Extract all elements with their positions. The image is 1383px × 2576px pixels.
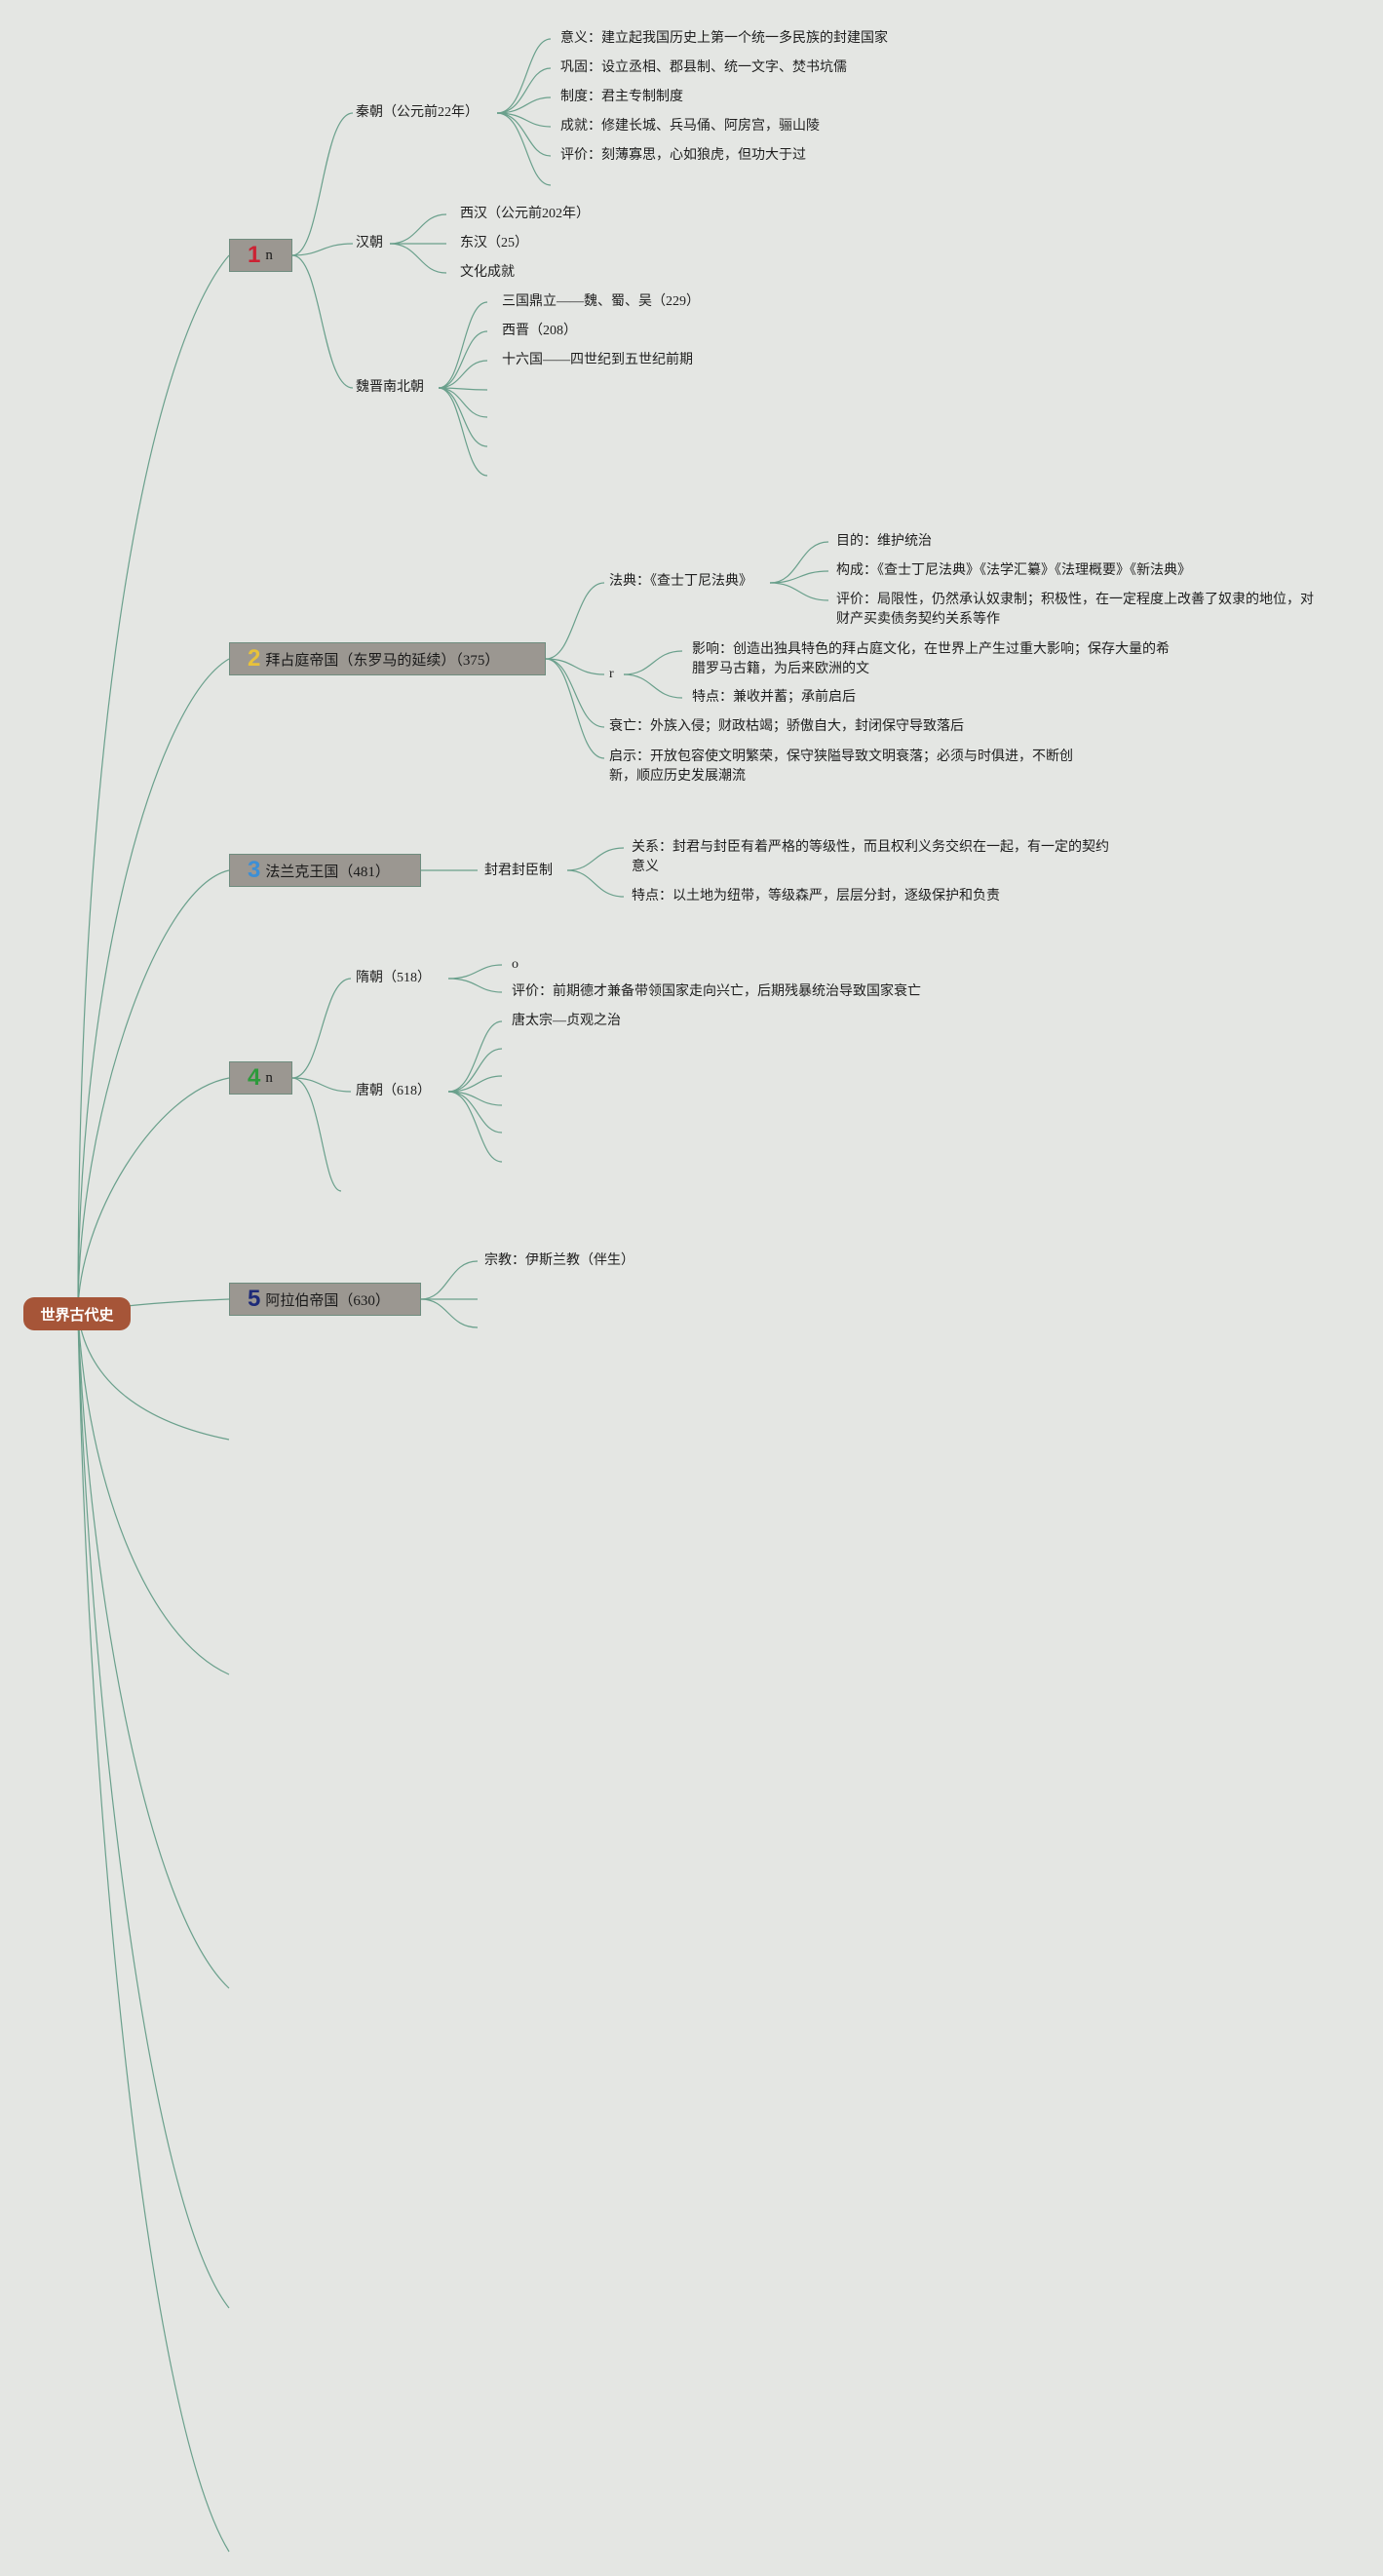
sui-item-2[interactable]: 评价：前期德才兼备带领国家走向兴亡，后期残暴统治导致国家衰亡 [512,984,921,999]
qin-dynasty-node[interactable]: 秦朝（公元前22年） [356,105,479,120]
root-node[interactable]: 世界古代史 [23,1297,131,1330]
topic-3-label: 法兰克王国（481） [265,864,390,880]
law-item-2[interactable]: 构成：《查士丁尼法典》《法学汇纂》《法理概要》《新法典》 [836,563,1191,578]
topic-1-number: 1 [248,242,261,268]
topic-3-number: 3 [248,857,261,883]
han-item-2[interactable]: 东汉（25） [460,236,528,250]
feudal-system-node[interactable]: 封君封臣制 [484,864,553,878]
link-root-empty5 [77,1313,230,2553]
qin-item-4[interactable]: 成就：修建长城、兵马俑、阿房宫，骊山陵 [560,119,820,134]
decline-node[interactable]: 衰亡：外族入侵；财政枯竭；骄傲自大，封闭保守导致落后 [609,719,964,734]
topic-3[interactable]: 3 法兰克王国（481） [229,854,421,887]
culture-node[interactable]: r [609,667,614,681]
feudal-item-2[interactable]: 特点：以土地为纽带，等级森严，层层分封，逐级保护和负责 [632,889,1000,904]
wei-item-1[interactable]: 三国鼎立——魏、蜀、吴（229） [502,294,700,309]
tang-item-1[interactable]: 唐太宗—贞观之治 [512,1014,621,1028]
topic-5-label: 阿拉伯帝国（630） [265,1292,390,1309]
qin-item-2[interactable]: 巩固：设立丞相、郡县制、统一文字、焚书坑儒 [560,60,847,75]
feudal-item-1[interactable]: 关系：封君与封臣有着严格的等级性，而且权利义务交织在一起，有一定的契约意义 [632,840,1109,874]
topic-5-number: 5 [248,1286,261,1312]
topic-4[interactable]: 4 n [229,1061,292,1095]
sui-item-1[interactable]: o [512,957,519,972]
lesson-node[interactable]: 启示：开放包容使文明繁荣，保守狭隘导致文明衰落；必须与时俱进，不断创新，顺应历史… [609,750,1073,784]
qin-item-3[interactable]: 制度：君主专制制度 [560,90,683,104]
han-item-3[interactable]: 文化成就 [460,265,515,280]
topic-2-number: 2 [248,645,261,672]
han-dynasty-node[interactable]: 汉朝 [356,236,383,250]
link-root-topic2 [77,658,230,1315]
sui-dynasty-node[interactable]: 隋朝（518） [356,971,431,985]
link-root-empty2 [77,1313,230,1675]
topic-1-label: n [265,247,273,263]
topic-5[interactable]: 5 阿拉伯帝国（630） [229,1283,421,1316]
law-item-1[interactable]: 目的：维护统治 [836,534,932,549]
wei-jin-node[interactable]: 魏晋南北朝 [356,380,424,395]
law-code-node[interactable]: 法典：《查士丁尼法典》 [609,574,752,589]
topic-1[interactable]: 1 n [229,239,292,272]
qin-item-1[interactable]: 意义：建立起我国历史上第一个统一多民族的封建国家 [560,31,888,46]
link-root-empty3 [77,1313,230,1989]
link-root-empty1 [77,1313,230,1441]
wei-item-2[interactable]: 西晋（208） [502,324,577,338]
link-root-topic4 [77,1077,230,1315]
topic-4-number: 4 [248,1064,261,1091]
tang-dynasty-node[interactable]: 唐朝（618） [356,1084,431,1098]
culture-item-1[interactable]: 影响：创造出独具特色的拜占庭文化，在世界上产生过重大影响；保存大量的希腊罗马古籍… [692,642,1170,676]
topic-2[interactable]: 2 拜占庭帝国（东罗马的延续）（375） [229,642,546,675]
link-root-topic1 [77,254,230,1315]
qin-item-5[interactable]: 评价：刻薄寡思，心如狼虎，但功大于过 [560,148,806,163]
topic-2-label: 拜占庭帝国（东罗马的延续）（375） [265,652,500,669]
han-item-1[interactable]: 西汉（公元前202年） [460,207,590,221]
culture-item-2[interactable]: 特点：兼收并蓄；承前启后 [692,690,856,705]
wei-item-3[interactable]: 十六国——四世纪到五世纪前期 [502,353,693,367]
topic-4-label: n [265,1069,273,1086]
link-root-empty4 [77,1313,230,2309]
religion-node[interactable]: 宗教：伊斯兰教（伴生） [484,1253,634,1268]
law-item-3[interactable]: 评价：局限性，仍然承认奴隶制；积极性，在一定程度上改善了奴隶的地位，对财产买卖债… [836,593,1314,627]
link-root-topic3 [77,869,230,1315]
